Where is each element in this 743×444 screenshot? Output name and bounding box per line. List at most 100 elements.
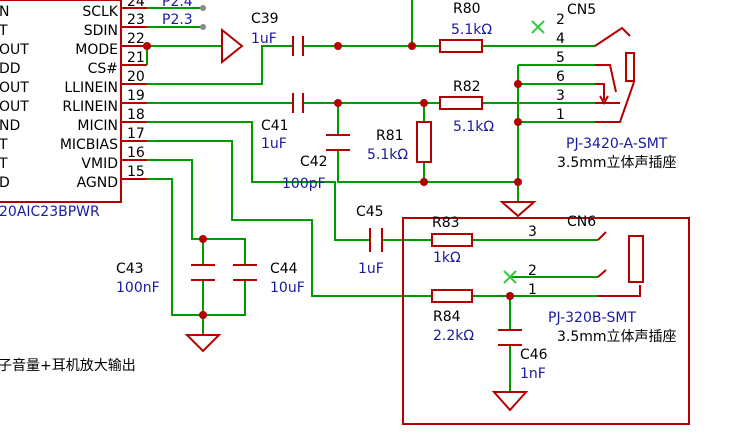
ic-pin-num-24: 24	[127, 0, 145, 10]
cn6-pin-2: 2	[528, 263, 537, 279]
ic-pin-num-16: 16	[127, 145, 145, 161]
ic-left-fragment: T	[0, 23, 8, 39]
no-connect-cn5-pin2	[531, 20, 545, 34]
ic-pin-name-20: LLINEIN	[64, 80, 118, 96]
ic-left-fragment: OUT	[0, 42, 29, 58]
c46-symbol	[498, 329, 522, 346]
c43-ref: C43	[116, 261, 144, 277]
c42-ref: C42	[300, 154, 328, 170]
r80-ref: R80	[453, 1, 481, 17]
r82-value: 5.1kΩ	[453, 119, 494, 135]
c41-ref: C41	[261, 118, 289, 134]
ic-left-fragment: OUT	[0, 99, 29, 115]
ic-pin-num-19: 19	[127, 88, 145, 104]
cn5-pin-3: 3	[556, 88, 565, 104]
ic-left-fragment: N	[0, 4, 9, 20]
wires	[146, 0, 598, 392]
ic-left-fragment: T	[0, 137, 8, 153]
section-caption: 子音量+耳机放大输出	[0, 357, 136, 374]
cn6-description: 3.5mm立体声插座	[557, 329, 677, 345]
r84-ref: R84	[433, 309, 461, 325]
ic-pin-name-15: AGND	[77, 175, 118, 191]
cn5-pin-6: 6	[556, 69, 565, 85]
r84-symbol	[431, 289, 473, 303]
ic-pin-name-16: VMID	[81, 156, 118, 172]
ic-pin-name-22: MODE	[75, 42, 118, 58]
cn5-part: PJ-3420-A-SMT	[566, 136, 668, 152]
cn6-part: PJ-320B-SMT	[548, 310, 636, 326]
c39-value: 1uF	[251, 31, 277, 47]
ic-left-fragment: DD	[0, 61, 21, 77]
ic-left-fragment: ND	[0, 118, 20, 134]
ic-pin-num-23: 23	[127, 12, 145, 28]
ground-symbol	[491, 391, 529, 412]
ground-symbol	[184, 334, 222, 353]
ic-pin-name-21: CS#	[88, 61, 118, 77]
ic-part-number: 20AIC23BPWR	[0, 204, 100, 220]
c44-symbol	[233, 264, 257, 281]
net-label-p23: P2.3	[162, 12, 193, 28]
ic-pin-num-17: 17	[127, 126, 145, 142]
c41-symbol	[292, 93, 304, 113]
ic-pin-name-24: SCLK	[82, 4, 118, 20]
cn5-description: 3.5mm立体声插座	[557, 155, 677, 171]
r83-symbol	[431, 233, 473, 247]
ic-pin-name-18: MICIN	[77, 118, 118, 134]
cn5-pin-1: 1	[556, 107, 565, 123]
cn5-pin-4: 4	[556, 31, 565, 47]
c39-symbol	[292, 36, 304, 56]
ic-pin-num-18: 18	[127, 107, 145, 123]
r82-symbol	[439, 96, 483, 110]
junctions	[143, 5, 522, 319]
r84-value: 2.2kΩ	[433, 328, 474, 344]
cn5-pin-2: 2	[556, 12, 565, 28]
r81-symbol	[416, 121, 432, 163]
ic-left-fragments: N T OUT DD OUT OUT ND T T D 20AIC23BPWR	[0, 4, 100, 220]
ic-pin-name-17: MICBIAS	[60, 137, 118, 153]
r81-value: 5.1kΩ	[367, 147, 408, 163]
cn5-ref: CN5	[567, 2, 596, 18]
c45-value: 1uF	[358, 261, 384, 277]
c42-symbol	[326, 134, 350, 151]
cn6-pin-3: 3	[528, 224, 537, 240]
ic-pin-num-21: 21	[127, 50, 145, 66]
net-label-p24: P2.4	[162, 0, 193, 10]
cn6-symbol	[597, 231, 644, 297]
c45-symbol	[369, 228, 383, 252]
ic-left-fragment: OUT	[0, 80, 29, 96]
r83-ref: R83	[432, 215, 460, 231]
r82-ref: R82	[453, 79, 481, 95]
no-connect-marks	[503, 20, 545, 284]
r80-value: 5.1kΩ	[451, 22, 492, 38]
ic-u-aic23	[0, 0, 122, 203]
r81-ref: R81	[376, 128, 404, 144]
c43-value: 100nF	[116, 280, 160, 296]
ic-left-fragment: T	[0, 156, 8, 172]
labels: P2.4 P2.3 C39 1uF C41 1uF C42 100pF R80 …	[0, 0, 677, 382]
c41-value: 1uF	[261, 136, 287, 152]
c46-value: 1nF	[520, 366, 546, 382]
c43-symbol	[191, 264, 215, 281]
cn6-pin-1: 1	[528, 282, 537, 298]
ic-pin-num-22: 22	[127, 31, 145, 47]
c39-ref: C39	[251, 11, 279, 27]
buffer-symbol	[221, 27, 244, 65]
ic-pin-name-23: SDIN	[84, 23, 118, 39]
cn6-ref: CN6	[567, 214, 596, 230]
r83-value: 1kΩ	[433, 250, 461, 266]
components	[184, 26, 690, 425]
no-connect-cn6-pin2	[503, 270, 517, 284]
ic-left-fragment: D	[0, 175, 10, 191]
r80-symbol	[439, 39, 483, 53]
ic-pin-name-19: RLINEIN	[62, 99, 118, 115]
cn5-symbol	[594, 26, 635, 123]
c44-value: 10uF	[270, 280, 305, 296]
c46-ref: C46	[520, 347, 548, 363]
cn5-pin-5: 5	[556, 50, 565, 66]
ground-symbol	[499, 201, 537, 218]
c44-ref: C44	[270, 261, 298, 277]
ic-pin-num-15: 15	[127, 164, 145, 180]
c42-value: 100pF	[282, 176, 326, 192]
ic-pin-stubs: 24 23 22 21 20 19 18 17 16 15	[121, 0, 147, 180]
